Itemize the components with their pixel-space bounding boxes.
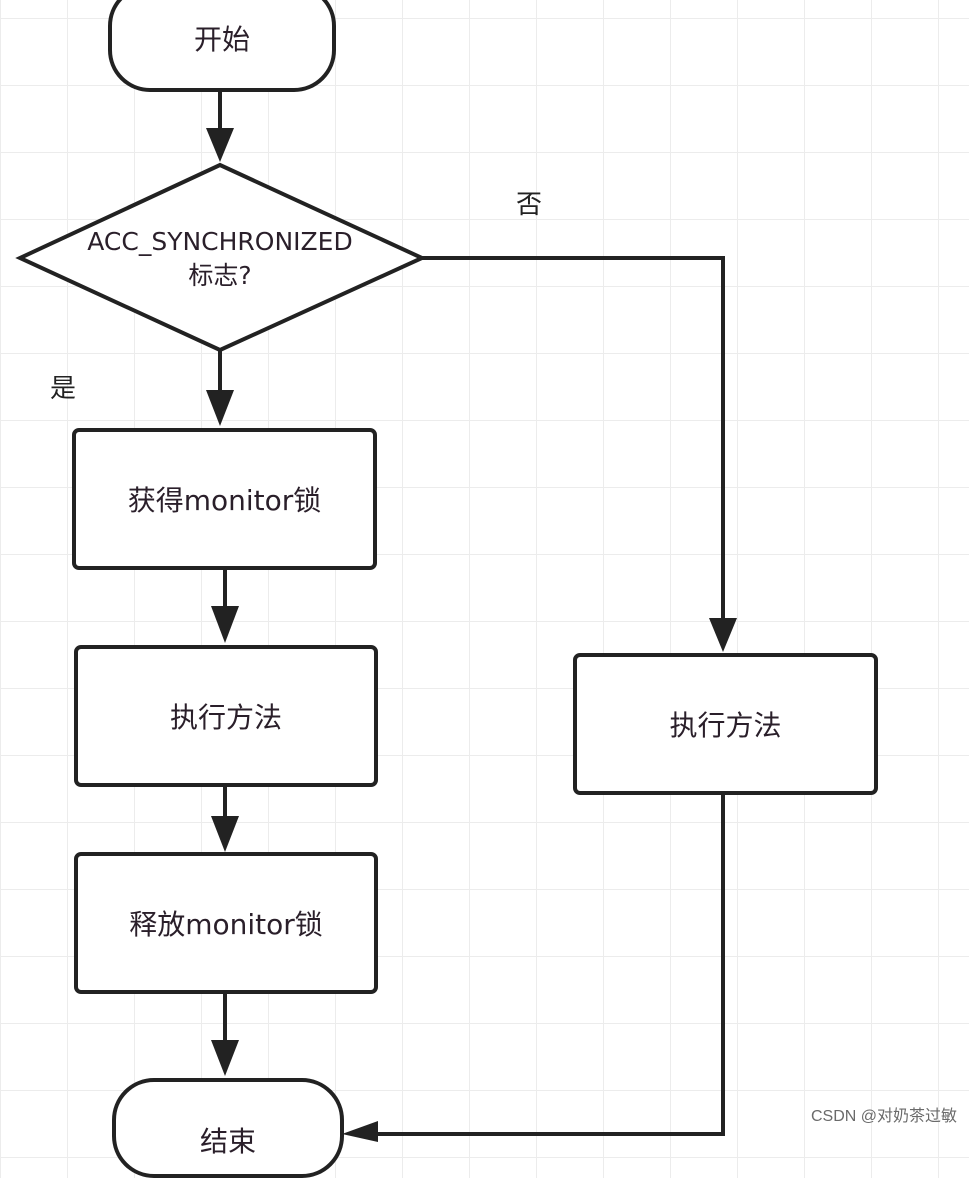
execute-method-label-right: 执行方法 [669, 709, 782, 742]
end-terminal: 结束 [112, 1078, 344, 1178]
connector-right-execute-to-end [342, 795, 725, 1142]
branch-no-label: 否 [516, 190, 543, 220]
start-terminal: 开始 [108, 0, 336, 92]
watermark: CSDN @对奶茶过敏 [810, 1108, 957, 1125]
connector-acquire-to-execute [211, 568, 239, 643]
start-label: 开始 [193, 23, 250, 56]
acquire-monitor-label: 获得monitor锁 [127, 484, 322, 517]
execute-method-box-left: 执行方法 [74, 645, 378, 787]
decision-label-line2: 标志? [188, 261, 252, 290]
release-monitor-box: 释放monitor锁 [74, 852, 378, 994]
acquire-monitor-box: 获得monitor锁 [72, 428, 377, 570]
branch-yes-label: 是 [50, 374, 77, 404]
execute-method-box-right: 执行方法 [573, 653, 878, 795]
connector-release-to-end [211, 992, 239, 1076]
end-label: 结束 [199, 1125, 256, 1158]
release-monitor-label: 释放monitor锁 [129, 908, 323, 941]
connector-decision-to-acquire [206, 350, 234, 426]
connector-execute-to-release [211, 785, 239, 852]
flowchart-canvas [15, 92, 737, 1142]
decision-label: ACC_SYNCHRONIZED 标志? [60, 225, 380, 293]
decision-label-line1: ACC_SYNCHRONIZED [87, 227, 353, 256]
connector-start-to-decision [206, 92, 234, 162]
execute-method-label-left: 执行方法 [169, 701, 282, 734]
connector-decision-no-branch [422, 256, 737, 652]
